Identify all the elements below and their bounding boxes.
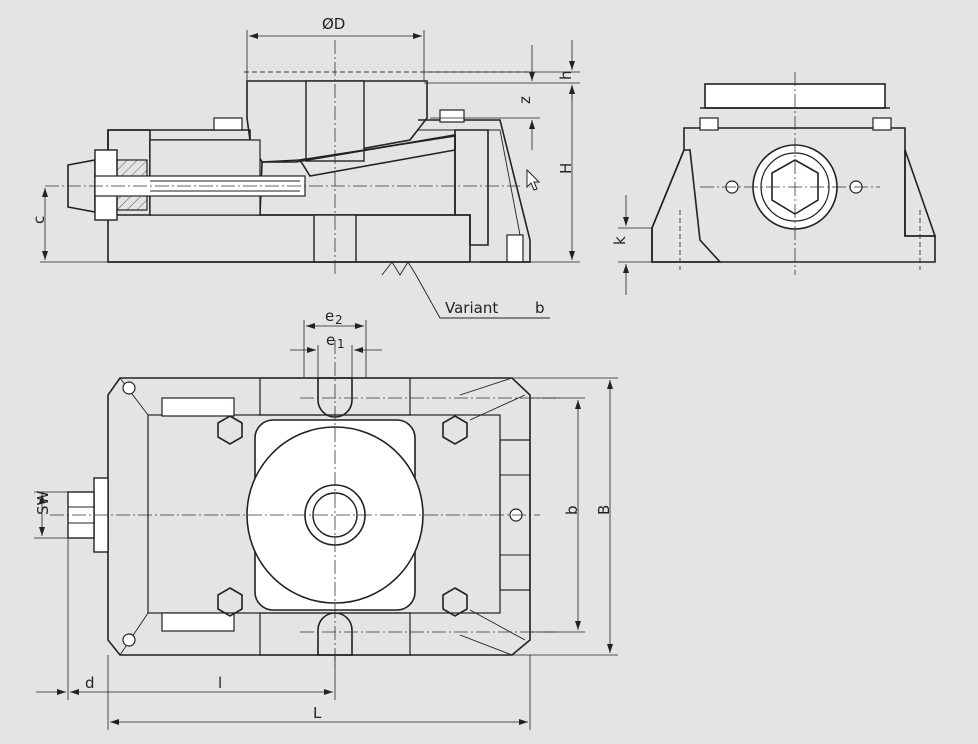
dim-e2-sub: 2: [335, 313, 343, 327]
side-left-rib: [651, 149, 722, 263]
front-section-view: Variant b ØD h z H c: [30, 15, 580, 319]
dim-z: z: [516, 96, 534, 104]
side-right-rib: [904, 149, 937, 237]
dim-k: k: [611, 236, 629, 245]
top-bolt: [213, 117, 243, 131]
dim-l: l: [218, 674, 222, 692]
right-block: [454, 129, 489, 246]
dim-L: L: [313, 704, 322, 722]
bolt-heads: [217, 415, 468, 617]
dim-e1-sub: 1: [337, 337, 345, 351]
dim-b: b: [563, 505, 581, 515]
dim-sw: SW: [34, 490, 52, 515]
dim-h: h: [557, 70, 575, 80]
top-bolt-right: [439, 109, 465, 123]
plan-view: e 2 e 1 SW b B d l L: [34, 307, 618, 730]
side-view: k: [611, 72, 937, 295]
plan-bore-inner: [312, 492, 358, 538]
dim-H: H: [557, 163, 575, 174]
pin: [506, 234, 524, 263]
variant-label: Variant: [445, 299, 498, 317]
surface-symbol: [381, 261, 417, 276]
dim-phi-d: ØD: [322, 15, 345, 33]
variant-leader: [415, 274, 550, 319]
dim-c: c: [30, 216, 48, 224]
slot-bottom: [317, 612, 353, 656]
dim-B: B: [595, 505, 613, 515]
cursor-icon: [526, 168, 541, 191]
dim-e1: e: [326, 331, 335, 349]
slot-top: [317, 377, 353, 418]
dim-d: d: [85, 674, 95, 692]
variant-b-label: b: [535, 299, 545, 317]
dim-e2: e: [325, 307, 334, 325]
right-housing-inner: [418, 129, 521, 236]
